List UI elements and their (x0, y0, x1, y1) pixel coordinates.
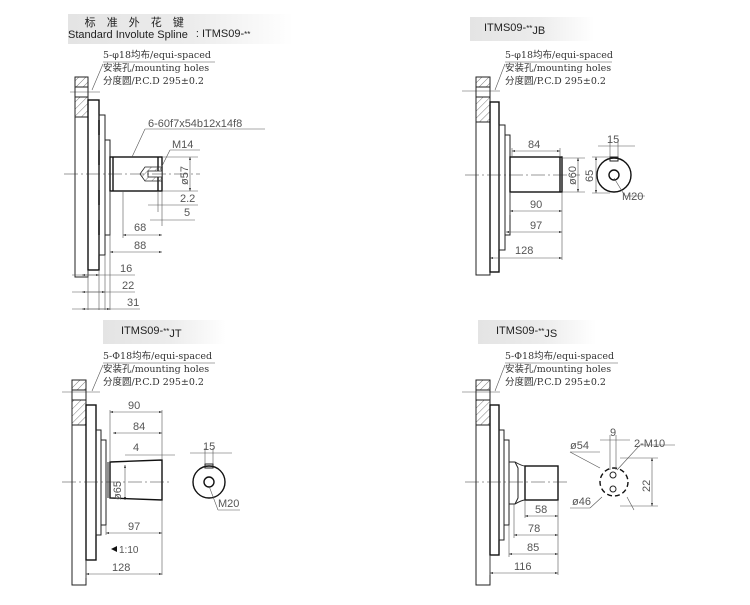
dim-taper: 1:10 (119, 545, 139, 556)
drawing-standard: 6-60f7x54b12x14f8 M14 ø57 2.2 5 68 88 (64, 61, 265, 310)
dim-84: 84 (133, 421, 145, 433)
dim-diameter-46: ø46 (572, 496, 591, 508)
panel-standard-spline: 标 准 外 花 键 Standard Involute Spline : ITM… (0, 0, 375, 310)
note-holes: 5-φ18均布/equi-spaced (103, 50, 211, 61)
note-pcd: 分度圆/P.C.D 295±0.2 (505, 377, 606, 388)
code-suffix: JS (544, 327, 558, 340)
code-stars: ** (244, 30, 251, 39)
dim-22: 22 (122, 280, 134, 292)
code-stars: ** (526, 23, 533, 33)
note-holes: 5-Φ18均布/equi-spaced (103, 351, 213, 362)
note-pcd: 分度圆/P.C.D 295±0.2 (103, 377, 204, 388)
mounting-notes: 5-φ18均布/equi-spaced 安装孔/mounting holes 分… (505, 49, 613, 88)
spline-end-view (599, 467, 629, 497)
code-prefix: ITMS09- (496, 324, 539, 337)
dim-15: 15 (607, 134, 619, 146)
note-pcd: 分度圆/P.C.D 295±0.2 (103, 76, 204, 87)
title-en: Standard Involute Spline (68, 29, 188, 41)
dim-spline: 6-60f7x54b12x14f8 (148, 118, 242, 130)
dim-thread: M14 (172, 139, 193, 151)
dim-85: 85 (527, 542, 539, 554)
dim-thread: M20 (622, 191, 643, 203)
model-code: : ITMS09-** (196, 28, 251, 40)
panel-title: ITMS09-**JT (103, 320, 226, 344)
dim-4: 4 (133, 442, 139, 454)
dim-128: 128 (515, 245, 533, 257)
dim-31: 31 (127, 297, 139, 309)
dim-16: 16 (120, 263, 132, 275)
note-mounting: 安装孔/mounting holes (103, 63, 210, 74)
panel-title: ITMS09-**JB (470, 17, 594, 41)
dim-diameter: ø57 (179, 166, 191, 185)
dim-128: 128 (112, 562, 130, 574)
code-prefix: ITMS09- (484, 21, 527, 34)
code-stars: ** (163, 326, 170, 336)
code-suffix: JT (169, 327, 182, 340)
model-code: ITMS09-**JS (496, 325, 557, 340)
dim-65: 65 (584, 170, 596, 182)
mounting-notes: 5-Φ18均布/equi-spaced 安装孔/mounting holes 分… (505, 350, 614, 389)
dim-58: 58 (535, 504, 547, 516)
dim-diameter-54: ø54 (570, 440, 589, 452)
drawing-jb: 84 ø60 65 15 M20 90 97 128 (462, 61, 645, 276)
dim-22: 22 (641, 480, 653, 492)
note-pcd: 分度圆/P.C.D 295±0.2 (505, 76, 606, 87)
note-mounting: 安装孔/mounting holes (505, 364, 612, 375)
dim-15: 15 (203, 441, 215, 453)
dim-diameter: ø65 (112, 481, 124, 500)
code-prefix: : ITMS09- (195, 28, 245, 40)
dim-thread: 2-M10 (634, 438, 665, 450)
code-suffix: JB (532, 24, 546, 37)
dim-diameter: ø60 (567, 166, 579, 185)
model-code: ITMS09-**JB (484, 22, 545, 37)
title-cn: 标 准 外 花 键 (84, 17, 188, 29)
model-code: ITMS09-**JT (121, 325, 182, 340)
title-text: 标 准 外 花 键 Standard Involute Spline (68, 17, 188, 41)
dim-5: 5 (184, 207, 190, 219)
code-stars: ** (538, 326, 545, 336)
panel-jb: ITMS09-**JB 5-φ18均布/equi-spaced 安装孔/moun… (462, 17, 645, 276)
mounting-notes: 5-φ18均布/equi-spaced 安装孔/mounting holes 分… (103, 49, 211, 88)
dim-9: 9 (610, 427, 616, 439)
note-holes: 5-φ18均布/equi-spaced (505, 50, 613, 61)
dim-thread: M20 (218, 498, 239, 510)
note-mounting: 安装孔/mounting holes (103, 364, 210, 375)
dim-116: 116 (514, 561, 532, 573)
dim-97: 97 (530, 220, 542, 232)
panel-title: ITMS09-**JS (478, 320, 596, 344)
dim-84: 84 (528, 139, 540, 151)
dim-90: 90 (530, 199, 542, 211)
note-holes: 5-Φ18均布/equi-spaced (505, 351, 615, 362)
dim-2-2: 2.2 (180, 193, 195, 205)
dim-97: 97 (128, 521, 140, 533)
code-prefix: ITMS09- (121, 324, 164, 337)
panel-title: 标 准 外 花 键 Standard Involute Spline : ITM… (68, 14, 293, 44)
dim-68: 68 (134, 222, 146, 234)
mounting-notes: 5-Φ18均布/equi-spaced 安装孔/mounting holes 分… (103, 350, 212, 389)
dim-90: 90 (128, 400, 140, 412)
note-mounting: 安装孔/mounting holes (505, 63, 612, 74)
dim-88: 88 (134, 240, 146, 252)
dim-78: 78 (528, 523, 540, 535)
